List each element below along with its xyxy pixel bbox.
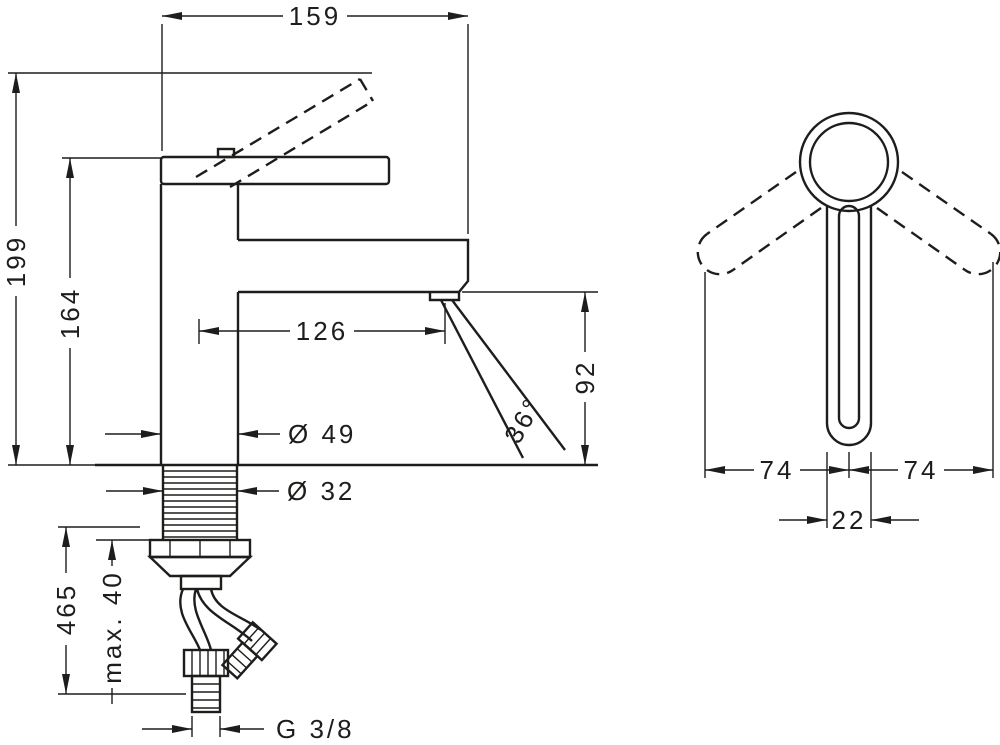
supply-hose-right-inner xyxy=(209,588,262,631)
dim-label-swing-left: 74 xyxy=(760,455,795,485)
spray-angle-leg-left xyxy=(439,299,525,459)
raised-handle-end-cap xyxy=(358,78,375,102)
spout-body-outer-circle xyxy=(798,111,900,213)
below-deck-assembly xyxy=(146,465,279,714)
dim-label-width: 159 xyxy=(289,1,341,31)
dim-label-spout-reach: 126 xyxy=(296,316,348,346)
dim-label-body-diameter: Ø 49 xyxy=(288,419,356,449)
swing-right-edge-1 xyxy=(901,171,992,235)
top-view-labels: 74 74 22 xyxy=(760,455,939,535)
dim-label-hose-thread: G 3/8 xyxy=(276,714,355,744)
shank-threads xyxy=(163,470,237,538)
dim-label-body-height: 164 xyxy=(55,287,85,339)
spout xyxy=(238,238,470,294)
hose-fitting-diagonal xyxy=(220,620,279,681)
supply-hose-left-outer xyxy=(179,588,202,651)
supply-hose-right-outer xyxy=(195,588,253,642)
handle-outer-outline xyxy=(825,206,873,447)
swing-left-edge-2 xyxy=(732,207,822,271)
mounting-washer-ticks xyxy=(169,541,231,556)
handle-raised-dashed xyxy=(195,77,375,189)
side-view-labels: 159 199 164 126 92 Ø 49 36° Ø 32 465 max… xyxy=(1,1,600,744)
dim-label-swing-right: 74 xyxy=(904,455,939,485)
handle-inner-outline xyxy=(837,204,861,430)
aerator xyxy=(428,292,461,302)
handle-swing-dashed xyxy=(696,171,1000,276)
handle-lever xyxy=(159,155,391,186)
hose-fitting-vertical xyxy=(182,648,230,714)
top-view-outline xyxy=(798,111,900,447)
top-view-label-backgrounds xyxy=(754,455,944,534)
supply-hose-left-inner xyxy=(193,588,213,651)
dim-label-spout-height: 92 xyxy=(570,360,600,395)
swing-left-end-cap xyxy=(696,233,734,276)
spout-body-inner-circle xyxy=(808,121,890,203)
swing-right-edge-2 xyxy=(876,207,966,271)
swing-right-end-cap xyxy=(964,233,1000,276)
raised-handle-top-edge xyxy=(195,77,361,179)
dim-label-handle-width: 22 xyxy=(832,505,867,535)
raised-handle-bottom-edge xyxy=(229,99,374,189)
top-view-dimension-lines xyxy=(704,262,994,528)
side-view-label-backgrounds xyxy=(0,1,601,644)
handle-set-screw xyxy=(216,147,236,159)
mounting-nut xyxy=(146,555,254,578)
spray-angle-leg-right xyxy=(451,299,566,451)
dim-label-total-height: 199 xyxy=(1,235,31,287)
dim-label-shank-diameter: Ø 32 xyxy=(287,476,355,506)
top-view: 74 74 22 xyxy=(696,111,1000,535)
hose-manifold xyxy=(179,574,223,591)
dim-label-max-thickness: max. 40 xyxy=(97,570,127,684)
dim-label-hose-length: 465 xyxy=(51,583,81,635)
dim-label-spray-angle: 36° xyxy=(498,392,548,449)
swing-left-edge-1 xyxy=(706,171,797,235)
faucet-outline xyxy=(159,147,566,465)
side-view: 159 199 164 126 92 Ø 49 36° Ø 32 465 max… xyxy=(0,1,601,744)
